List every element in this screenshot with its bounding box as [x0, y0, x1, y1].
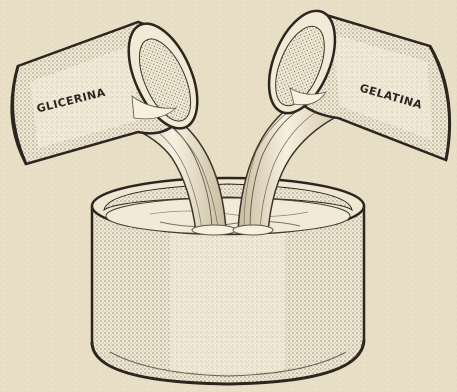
basin-container — [92, 178, 364, 384]
